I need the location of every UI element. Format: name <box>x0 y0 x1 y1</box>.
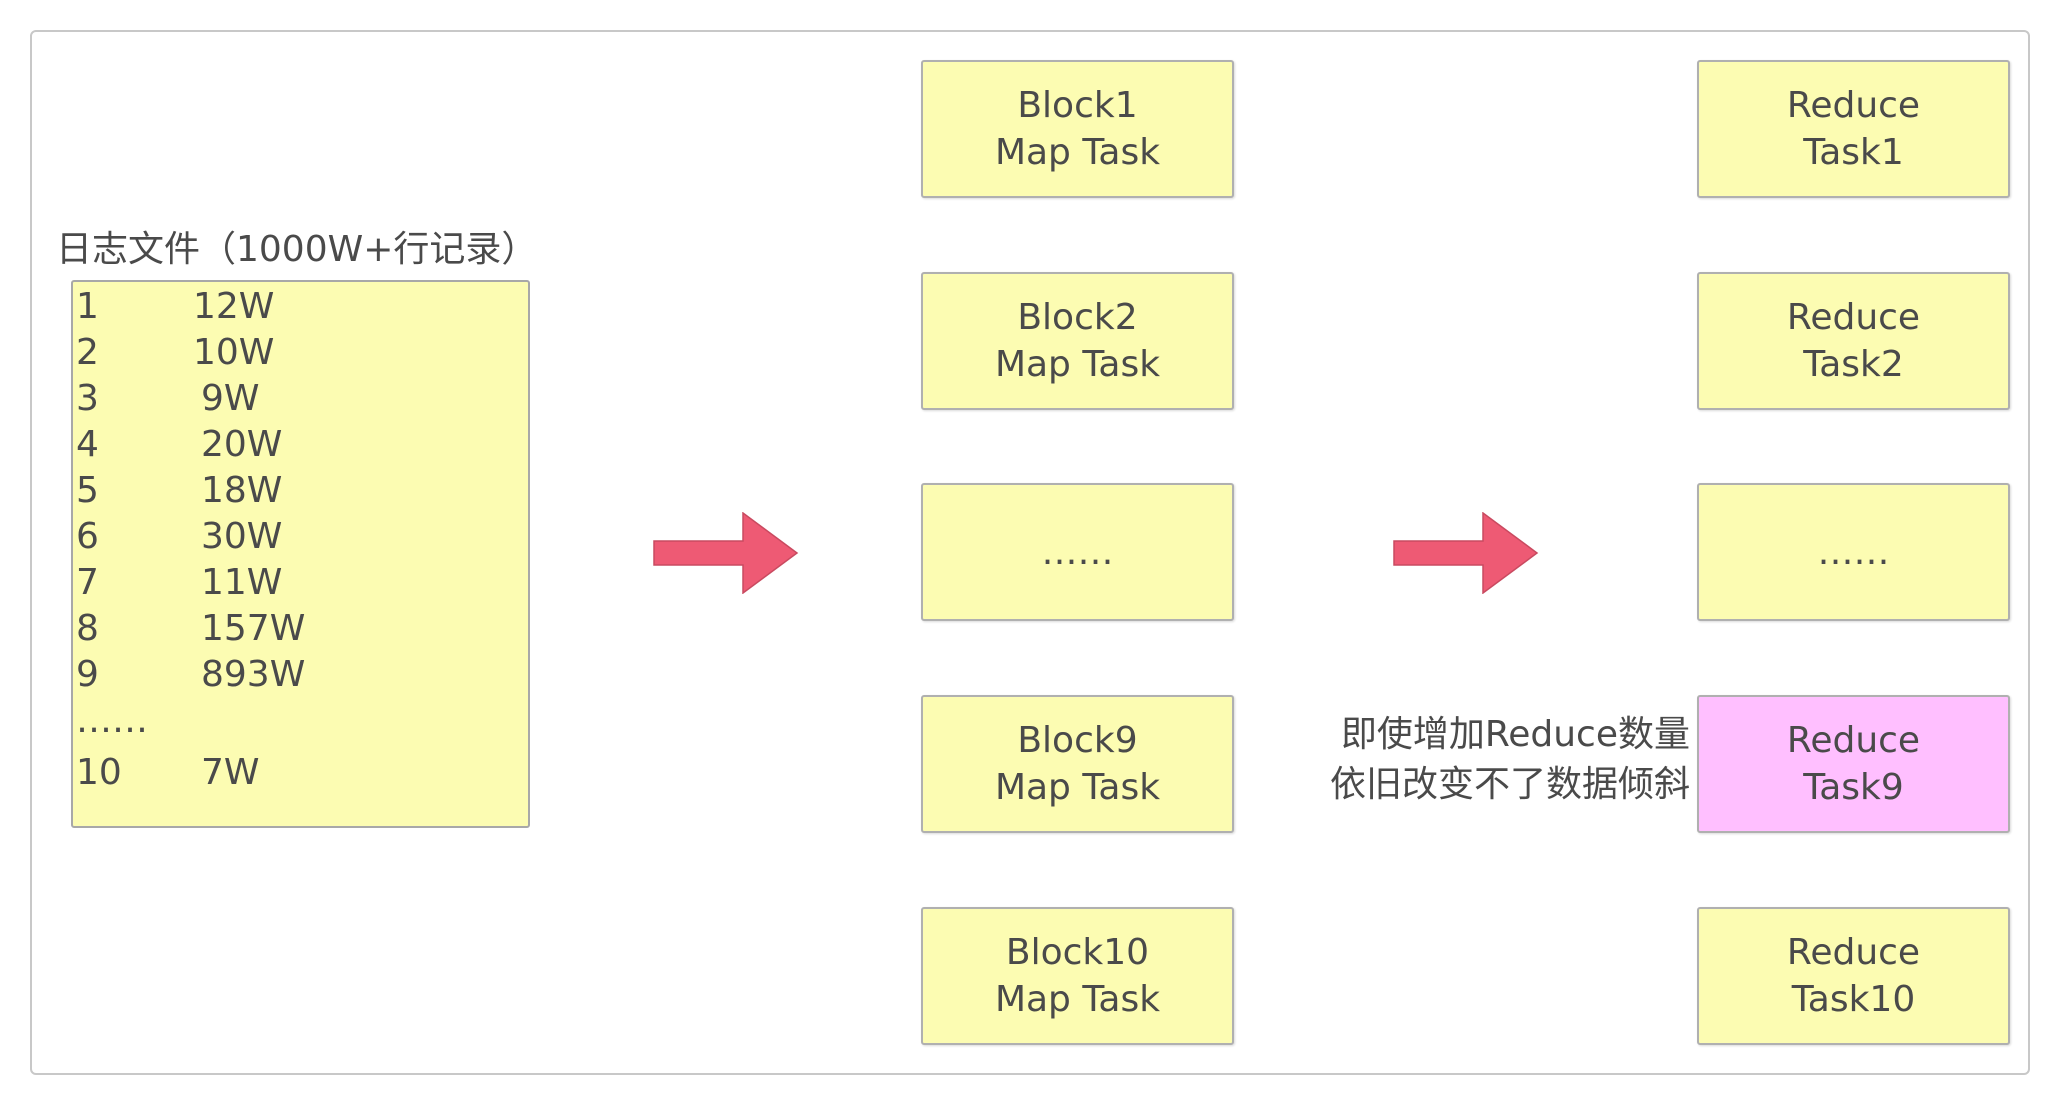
log-file-title: 日志文件（1000W+行记录） <box>56 229 538 270</box>
log-row-id: 5 <box>76 470 99 511</box>
map-task-block: Block9 Map Task <box>921 695 1234 833</box>
log-row-count: 893W <box>201 654 306 695</box>
log-row-id: 7 <box>76 562 99 603</box>
map-task-block-name: Block2 <box>1017 297 1138 338</box>
log-row-count: 9W <box>201 378 260 419</box>
log-row-count: 157W <box>201 608 306 649</box>
map-task-label: Map Task <box>994 344 1161 385</box>
map-task-label: Map Task <box>994 767 1161 808</box>
reduce-task-number: Task9 <box>1803 767 1904 808</box>
log-row-id: 6 <box>76 516 99 557</box>
map-task-ellipsis-block: …… <box>921 483 1234 621</box>
log-row-id: 8 <box>76 608 99 649</box>
log-row-count: 7W <box>201 752 260 793</box>
reduce-task-ellipsis-block: …… <box>1697 483 2010 621</box>
log-row-count: 12W <box>193 286 275 327</box>
log-row-id: 3 <box>76 378 99 419</box>
map-task-label: Map Task <box>994 132 1161 173</box>
map-task-block: Block10 Map Task <box>921 907 1234 1045</box>
map-task-block-name: Block10 <box>1005 932 1150 973</box>
log-row-id: 10 <box>76 752 122 793</box>
skew-note: 即使增加Reduce数量 依旧改变不了数据倾斜 <box>1290 710 1690 810</box>
reduce-task-number: Task2 <box>1803 344 1904 385</box>
log-file-box: 1 12W 2 10W 3 9W 4 20W 5 18W 6 30W 7 11W… <box>71 280 530 828</box>
map-task-label: Map Task <box>994 979 1161 1020</box>
ellipsis-label: …… <box>1041 531 1114 573</box>
right-arrow-icon <box>653 512 799 594</box>
reduce-task-block: Reduce Task2 <box>1697 272 2010 410</box>
log-row-id: 1 <box>76 286 99 327</box>
map-task-block-name: Block1 <box>1017 85 1138 126</box>
right-arrow-icon <box>1393 512 1539 594</box>
map-task-block: Block1 Map Task <box>921 60 1234 198</box>
reduce-task-block: Reduce Task1 <box>1697 60 2010 198</box>
reduce-task-label: Reduce <box>1786 932 1921 973</box>
reduce-task-number: Task10 <box>1791 979 1916 1020</box>
reduce-task-block-skewed: Reduce Task9 <box>1697 695 2010 833</box>
log-row-id: 4 <box>76 424 99 465</box>
log-row-id: 9 <box>76 654 99 695</box>
skew-note-line: 依旧改变不了数据倾斜 <box>1329 764 1690 805</box>
reduce-task-label: Reduce <box>1786 85 1921 126</box>
skew-note-line: 即使增加Reduce数量 <box>1340 714 1690 755</box>
reduce-task-block: Reduce Task10 <box>1697 907 2010 1045</box>
reduce-task-label: Reduce <box>1786 297 1921 338</box>
log-row-count: 20W <box>201 424 283 465</box>
map-task-block-name: Block9 <box>1017 720 1138 761</box>
ellipsis-label: …… <box>1817 531 1890 573</box>
log-row-id: 2 <box>76 332 99 373</box>
log-row-count: 11W <box>201 562 283 603</box>
log-row-count: 30W <box>201 516 283 557</box>
log-row-id: …… <box>76 700 148 741</box>
log-row-count: 10W <box>193 332 275 373</box>
log-row-count: 18W <box>201 470 283 511</box>
map-task-block: Block2 Map Task <box>921 272 1234 410</box>
reduce-task-number: Task1 <box>1803 132 1904 173</box>
reduce-task-label: Reduce <box>1786 720 1921 761</box>
